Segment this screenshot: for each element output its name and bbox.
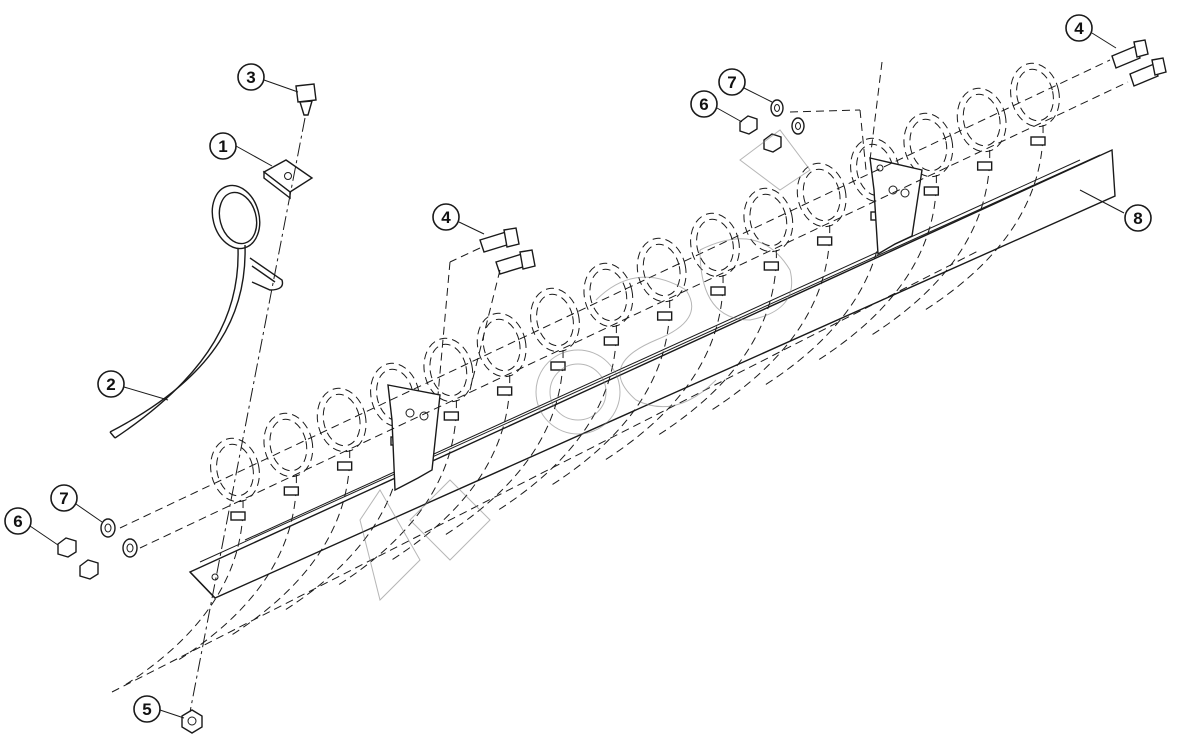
- tine-clip: [496, 386, 513, 396]
- tine-clip: [710, 286, 726, 296]
- callout-label: 1: [218, 137, 227, 156]
- left-mount-bracket: [387, 384, 441, 492]
- tine-coils-group: [124, 62, 1060, 686]
- tine-clip: [603, 336, 620, 346]
- tine-clip: [656, 311, 673, 321]
- tine-coil: [482, 318, 521, 372]
- bolt-part-3: [295, 83, 317, 116]
- angle-bar-part: [188, 148, 1116, 599]
- tine-tail: [124, 499, 244, 686]
- tine-coil: [263, 412, 314, 478]
- tine-coil: [210, 437, 260, 503]
- tine-tail: [711, 224, 831, 411]
- tine-coil: [423, 337, 474, 403]
- tine-tail: [658, 249, 777, 436]
- callout-label: 3: [246, 68, 255, 87]
- top-right-bolts-part-4: [1111, 39, 1167, 87]
- tine-coil: [903, 112, 954, 178]
- tine-tail: [444, 349, 564, 536]
- tine-tail: [818, 174, 937, 361]
- tine-tail: [924, 124, 1044, 311]
- tine-coil: [956, 87, 1007, 153]
- tine-clip: [283, 486, 300, 496]
- callout-label: 7: [59, 489, 68, 508]
- callout-label: 8: [1133, 209, 1142, 228]
- tine-tail: [871, 149, 991, 336]
- spring-tine-part: [109, 184, 284, 439]
- callout-label: 6: [699, 95, 708, 114]
- callout-label: 4: [1074, 19, 1084, 38]
- tine-coil: [476, 312, 527, 378]
- tine-clip: [550, 361, 566, 371]
- tine-tail: [391, 374, 511, 561]
- tine-clip: [1030, 136, 1046, 146]
- callout-label: 2: [106, 375, 115, 394]
- tine-clip: [336, 461, 353, 471]
- tine-coil: [269, 418, 308, 472]
- tine-coil: [316, 387, 367, 453]
- callouts: 1 2 3 4 4 5 6 6 7 7: [4, 14, 1152, 723]
- watermark-logo: [359, 129, 811, 601]
- callout-label: 5: [142, 700, 151, 719]
- callout-label: 4: [441, 208, 451, 227]
- tine-coil: [1016, 68, 1054, 122]
- tine-clip: [763, 261, 780, 271]
- callout-label: 7: [727, 73, 736, 92]
- nut-part-5: [181, 709, 203, 734]
- tine-clip: [923, 186, 940, 196]
- upper-nut-washer-set: [739, 99, 805, 153]
- tine-coil: [322, 393, 361, 447]
- tine-coil: [216, 443, 254, 497]
- tine-tail: [338, 399, 457, 586]
- tine-tail: [231, 449, 351, 636]
- tine-coil: [1010, 62, 1060, 128]
- tine-tail: [604, 274, 724, 461]
- tine-coil: [530, 287, 580, 353]
- assembly-centerlines: [111, 59, 1129, 713]
- right-mount-bracket: [869, 157, 923, 256]
- tine-coil: [796, 162, 847, 228]
- tine-coil: [536, 293, 574, 347]
- tine-coil: [636, 237, 687, 303]
- tine-clip: [443, 411, 460, 421]
- tine-clip: [816, 236, 833, 246]
- tine-tail: [498, 324, 617, 511]
- tine-clip: [976, 161, 993, 171]
- tine-clip: [230, 511, 246, 521]
- tine-tail: [551, 299, 671, 486]
- tine-coil: [583, 262, 634, 328]
- tine-coil: [589, 268, 628, 322]
- middle-bolts-part-4: [479, 227, 536, 275]
- tine-coil: [642, 243, 681, 297]
- left-nut-washer-set: [57, 518, 138, 580]
- tine-coil: [429, 343, 468, 397]
- tine-coil: [690, 212, 740, 278]
- callout-label: 6: [13, 512, 22, 531]
